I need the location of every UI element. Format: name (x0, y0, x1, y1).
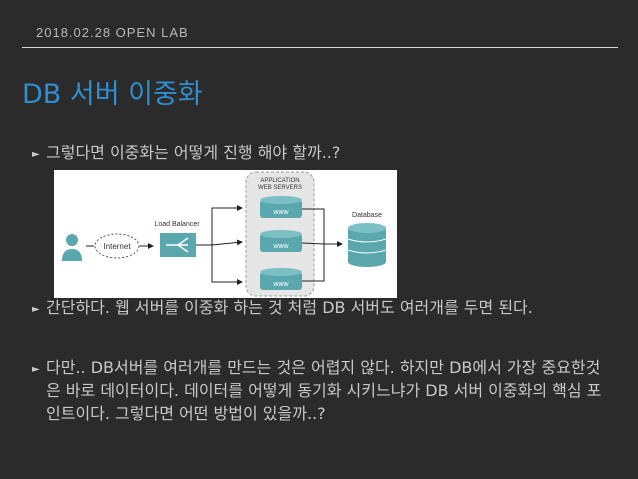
header-divider (22, 47, 618, 48)
bullet-arrow-icon: ► (32, 364, 40, 375)
server-icon: www (260, 268, 302, 290)
server-icon: www (260, 196, 302, 218)
bullet-1: ► 그렇다면 이중화는 어떻게 진행 해야 할까..? (32, 141, 612, 164)
slide-title: DB 서버 이중화 (22, 79, 203, 110)
server-label: www (272, 281, 289, 288)
server-icon: www (260, 230, 302, 252)
app-servers-label: APPLICATION (260, 178, 299, 184)
database-icon (347, 223, 387, 267)
slide-header: 2018.02.28 OPEN LAB (36, 25, 189, 40)
user-icon (62, 234, 82, 261)
bullet-2-text: 간단하다. 웹 서버를 이중화 하는 것 처럼 DB 서버도 여러개를 두면 된… (46, 298, 533, 317)
bullet-3-text: 다만.. DB서버를 여러개를 만드는 것은 어렵지 않다. 하지만 DB에서 … (46, 358, 602, 423)
bullet-arrow-icon: ► (32, 149, 40, 160)
bullet-2: ► 간단하다. 웹 서버를 이중화 하는 것 처럼 DB 서버도 여러개를 두면… (32, 296, 612, 319)
load-balancer-label: Load Balancer (154, 221, 200, 228)
internet-cloud-icon: Internet (94, 233, 140, 259)
bullet-1-text: 그렇다면 이중화는 어떻게 진행 해야 할까..? (46, 143, 341, 162)
internet-label: Internet (103, 242, 131, 251)
app-servers-label-2: WEB SERVERS (258, 185, 302, 191)
architecture-diagram: Internet Load Balancer APPLICATION WEB S… (54, 170, 397, 298)
database-label: Database (352, 212, 382, 219)
server-label: www (272, 209, 289, 216)
bullet-arrow-icon: ► (32, 304, 40, 315)
load-balancer-icon (160, 233, 196, 257)
server-label: www (272, 243, 289, 250)
bullet-3: ► 다만.. DB서버를 여러개를 만드는 것은 어렵지 않다. 하지만 DB에… (32, 356, 612, 425)
